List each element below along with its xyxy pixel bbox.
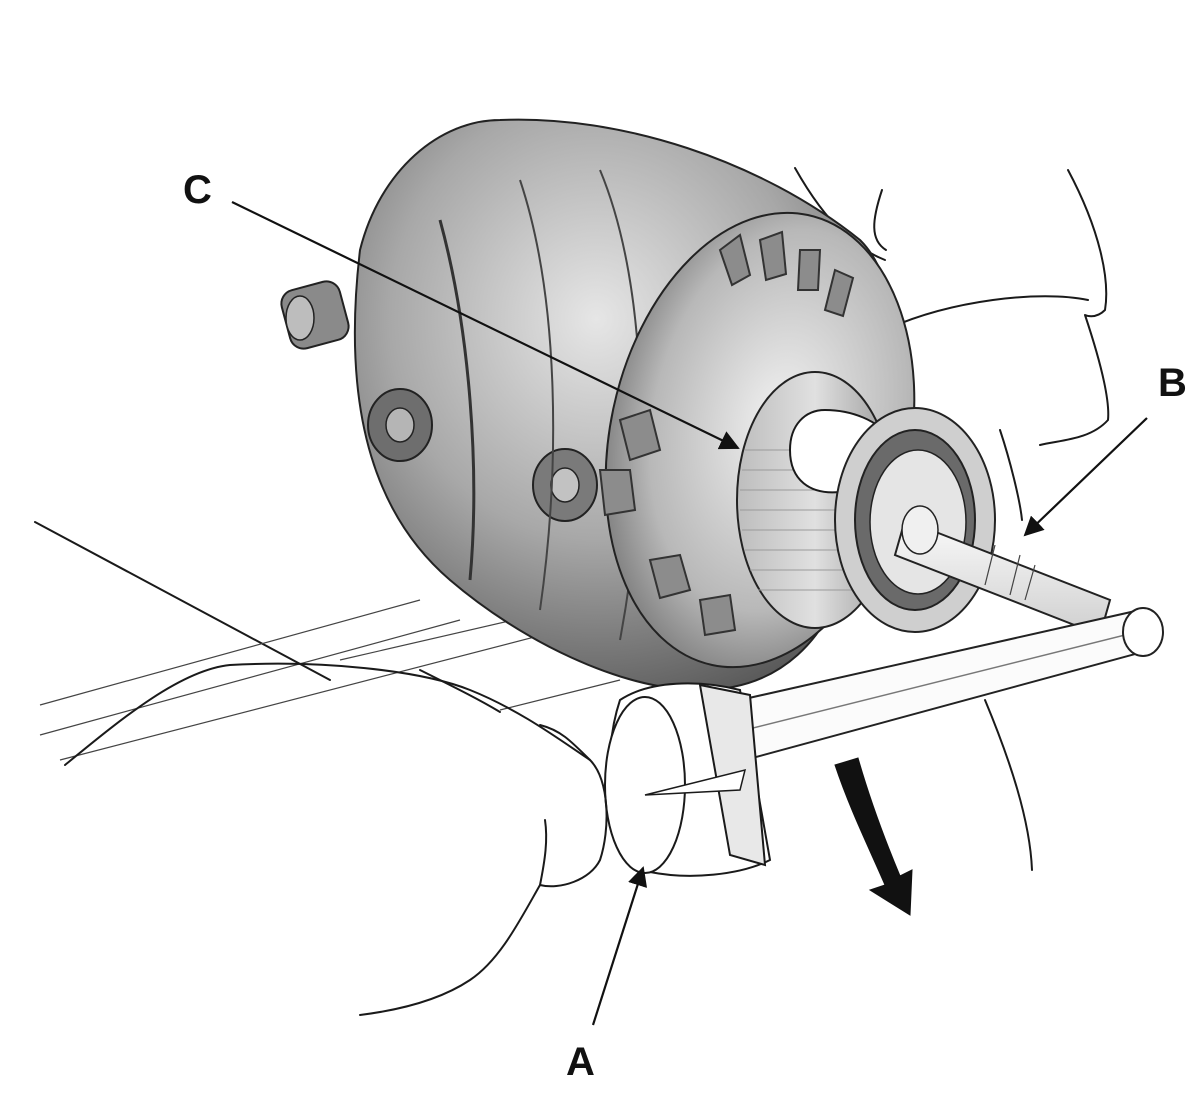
leader-b	[1023, 417, 1148, 537]
callout-label-c: C	[183, 168, 212, 212]
tool-b	[893, 505, 1112, 637]
socket-a	[604, 682, 772, 877]
leader-a	[591, 866, 648, 1026]
technician-hand	[64, 662, 608, 1016]
leader-c	[231, 201, 740, 450]
callout-label-a: A	[566, 1040, 595, 1084]
callout-leaders	[231, 201, 1148, 1026]
rotation-arrow-icon	[834, 757, 913, 916]
workbench	[34, 521, 621, 761]
callout-label-b: B	[1158, 361, 1187, 405]
